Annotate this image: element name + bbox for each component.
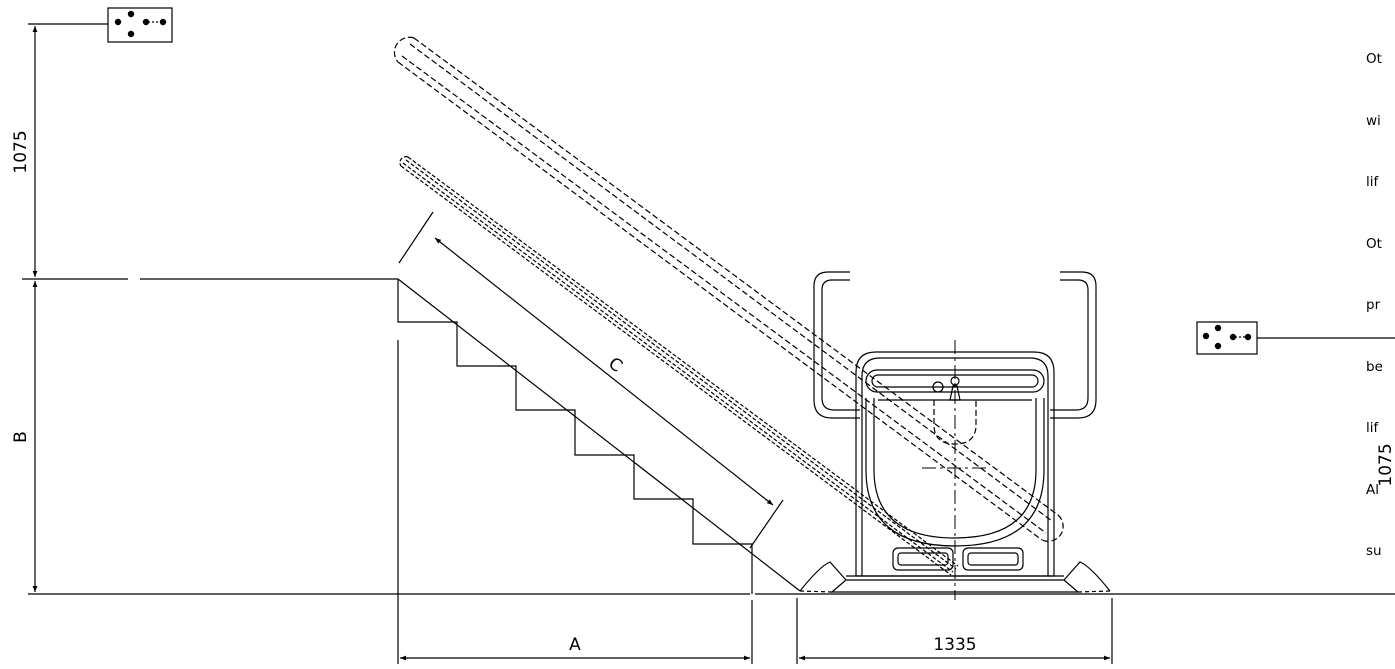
centerline — [922, 340, 990, 600]
note-line: Ot — [1366, 51, 1382, 67]
socket-plate-icon — [1196, 321, 1395, 355]
dimension-top-height-label: 1075 — [11, 130, 31, 173]
dimension-lift-depth-label: 1335 — [933, 635, 976, 655]
note-line: lif — [1366, 174, 1379, 190]
note-line: wi — [1366, 112, 1381, 129]
dimension-stair-length — [398, 211, 784, 549]
socket-plate-icon — [107, 7, 173, 43]
note-line: Ot — [1366, 235, 1382, 252]
note-line: Al — [1366, 481, 1379, 498]
dimension-going — [397, 340, 753, 664]
note-line: su — [1366, 543, 1382, 559]
dimension-going-label: A — [569, 635, 581, 655]
rail-inner — [399, 156, 959, 576]
note-line: be — [1366, 358, 1383, 375]
dimension-lift-depth — [796, 598, 1113, 664]
rail-outer — [393, 36, 1064, 542]
note-line: pr — [1366, 297, 1381, 313]
staircase — [397, 278, 801, 594]
dimension-rise-label: B — [11, 431, 31, 443]
notes-text: Ot wi lif Ot pr be lif Al su — [1366, 8, 1395, 582]
dimension-top-height — [28, 23, 108, 277]
note-line: lif — [1366, 420, 1379, 436]
dimension-right-height-label: 1075 — [1376, 443, 1395, 486]
dimension-stair-length-label: C — [604, 354, 626, 377]
